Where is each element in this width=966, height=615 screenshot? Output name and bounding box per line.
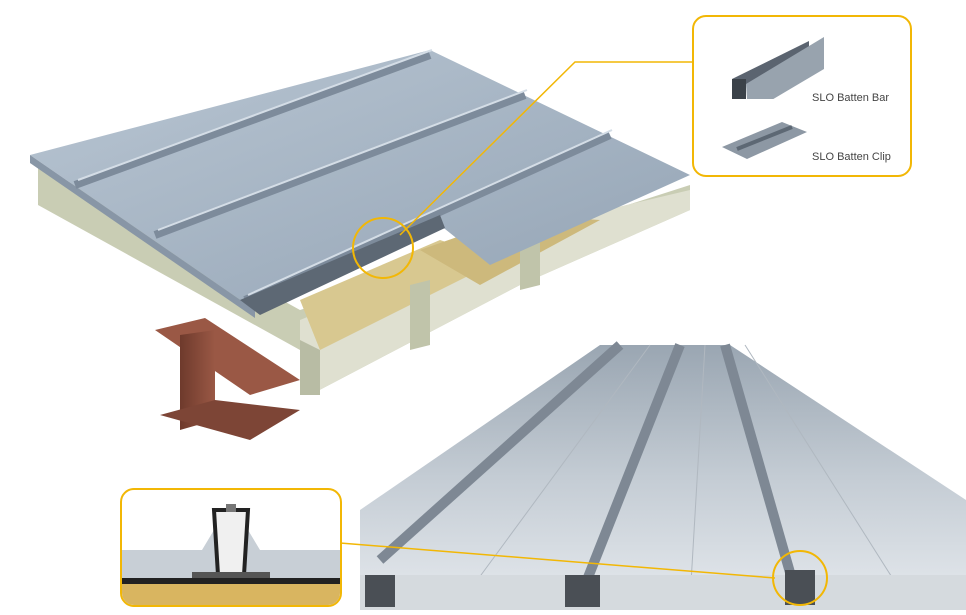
roof-panel [30,49,690,318]
batten-bar-label: SLO Batten Bar [812,92,890,104]
batten-components-callout: SLO Batten Bar SLO Batten Clip [692,15,912,177]
seam-profile-callout [120,488,342,607]
steel-i-beam [155,318,300,440]
seam-profile-image [122,504,340,605]
roof-panel-closeup [360,341,966,610]
callout-leaders [339,61,828,606]
batten-clip-label: SLO Batten Clip [812,151,891,163]
batten-clip-image [722,122,807,159]
batten-bar-image [732,37,824,99]
